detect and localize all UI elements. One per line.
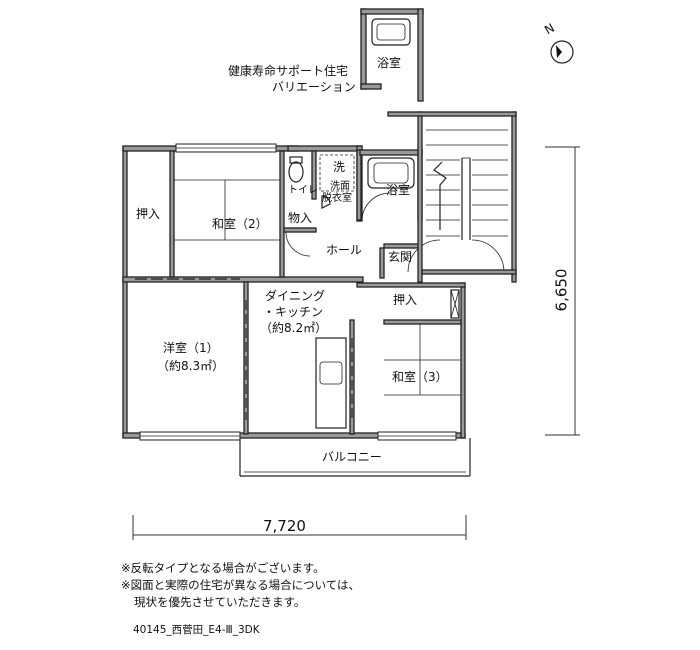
room-balcony: バルコニー: [322, 450, 382, 464]
note-line2: ※図面と実際の住宅が異なる場合については、: [121, 578, 361, 592]
note-line1: ※反転タイプとなる場合がございます。: [121, 561, 325, 575]
width-dimension: [132, 515, 467, 540]
windows: [139, 143, 457, 441]
variation-bath: [360, 8, 424, 102]
room-hall: ホール: [326, 243, 363, 257]
sliding-doors: [135, 278, 353, 420]
room-dk-line2: ・キッチン: [263, 305, 324, 319]
room-washitsu-2: 和室（2）: [212, 217, 268, 231]
dimension-width: 7,720: [263, 517, 306, 535]
room-youshitsu-line2: （約8.3㎡）: [157, 359, 225, 373]
variation-caption-line2: バリエーション: [272, 80, 356, 94]
variation-bath-label: 浴室: [377, 56, 402, 70]
room-monoire: 物入: [288, 211, 313, 225]
kitchen-counter: [315, 337, 347, 429]
note-line3: 現状を優先させていただきます。: [134, 595, 306, 609]
room-senmen-1: 洗面: [330, 181, 350, 192]
room-oshiire-left: 押入: [136, 207, 161, 221]
room-washitsu-3: 和室（3）: [392, 370, 448, 384]
room-toilet: トイレ: [288, 185, 318, 196]
room-genkan: 玄関: [388, 250, 413, 264]
room-oshiire-right: 押入: [393, 293, 418, 307]
variation-caption-line1: 健康寿命サポート住宅: [228, 64, 349, 78]
toilet-fixture: [288, 154, 355, 209]
closet-marks: [450, 289, 460, 319]
staircase: [387, 111, 517, 283]
compass-icon: [550, 40, 574, 64]
plan-code: 40145_西菅田_E4-Ⅲ_3DK: [133, 624, 260, 636]
interior-walls: [122, 149, 462, 435]
room-senmen-2: 脱衣室: [322, 193, 352, 204]
room-dk-line3: （約8.2㎡）: [260, 321, 328, 335]
depth-dimension: [545, 146, 580, 436]
room-sen: 洗: [333, 160, 346, 174]
room-dk-line1: ダイニング: [265, 289, 326, 303]
tatami-lines: [174, 179, 461, 396]
room-youshitsu-line1: 洋室（1）: [163, 341, 219, 355]
room-bath: 浴室: [386, 183, 411, 197]
balcony: [239, 438, 471, 477]
dimension-depth: 6,650: [552, 268, 571, 312]
